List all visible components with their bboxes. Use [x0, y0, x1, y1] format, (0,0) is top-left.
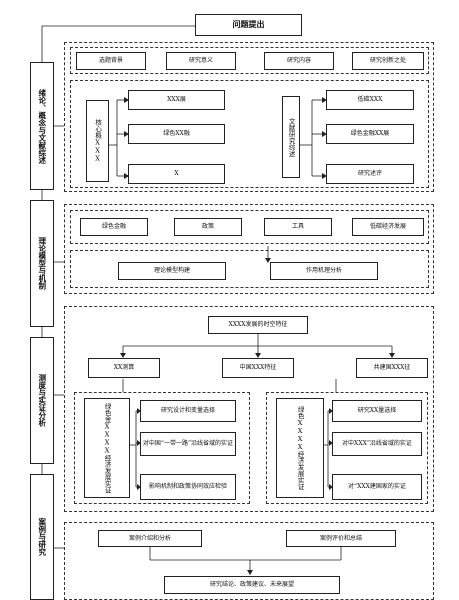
section-label-case: 案例与研究 [30, 474, 54, 600]
core-item-3: X [128, 164, 225, 184]
measure-section [64, 306, 434, 512]
theory-item-policy: 政策 [174, 218, 242, 236]
section-label-measure: 测度与实证分析 [30, 337, 54, 464]
lit-review-label: 文献研究综述 [282, 96, 300, 178]
intro-item-background: 选题背景 [76, 52, 146, 70]
measure-mid-2: 中国XXX特征 [222, 358, 294, 378]
lit-item-1: 低碳XXX [326, 90, 414, 110]
measure-mid-3: 共建国XXX征 [356, 358, 428, 378]
right-empirical-group [266, 392, 428, 504]
concept-lit-area [70, 80, 429, 188]
intro-item-content: 研究内容 [264, 52, 334, 70]
left-empirical-item-1: 研究设计和变量选择 [140, 400, 236, 422]
theory-section [64, 204, 434, 294]
intro-section [64, 42, 434, 192]
theory-bottom-row [70, 250, 429, 288]
theory-model-box: 理论模型构建 [118, 262, 226, 280]
core-item-1: XXX展 [128, 90, 225, 110]
conclusion-box: 研究结论、政策建议、未来展望 [164, 576, 340, 594]
mechanism-analysis-box: 作用机理分析 [270, 262, 378, 280]
theory-top-row [70, 210, 429, 244]
spatiotemporal-box: XXXX发展的时空特征 [208, 316, 308, 334]
left-empirical-group [74, 392, 250, 504]
lit-item-2: 绿色金融XX展 [326, 124, 414, 144]
right-empirical-item-1: 研究XX量选择 [332, 400, 422, 422]
core-concept-label: 核心概XXX [86, 100, 109, 182]
title-box: 问题提出 [195, 14, 302, 36]
intro-item-significance: 研究意义 [166, 52, 236, 70]
theory-item-low-carbon: 低碳经济发展 [352, 218, 424, 236]
intro-item-innovation: 研究创新之处 [352, 52, 424, 70]
section-label-theory: 理论模型与机制 [30, 200, 54, 327]
core-item-2: 绿色XX融 [128, 124, 225, 144]
theory-item-tools: 工具 [264, 218, 332, 236]
left-empirical-item-3: 影响机制和政策协同效应检验 [140, 474, 236, 500]
theory-item-green-finance: 绿色金融 [80, 218, 148, 236]
left-empirical-item-2: 对中国“一带一路”沿线省域的实证 [140, 432, 236, 456]
case-evaluation-box: 案例评价和总结 [286, 530, 396, 547]
section-label-intro: 绪论、概念与文献综述 [30, 62, 54, 190]
left-empirical-label: 绿色金XXXX经济发展实证 [84, 398, 130, 498]
intro-row [70, 47, 429, 74]
measure-mid-1: XX测算 [88, 358, 160, 378]
lit-item-3: 研究述评 [326, 164, 414, 184]
case-analysis-box: 案例介绍和分析 [98, 530, 202, 547]
right-empirical-label: 绿色XXXX经济发展实证 [276, 398, 324, 498]
right-empirical-item-3: 对“XXX建国家的实证 [332, 474, 422, 500]
right-empirical-item-2: 对中XXX”沿线省域的实证 [332, 432, 422, 456]
